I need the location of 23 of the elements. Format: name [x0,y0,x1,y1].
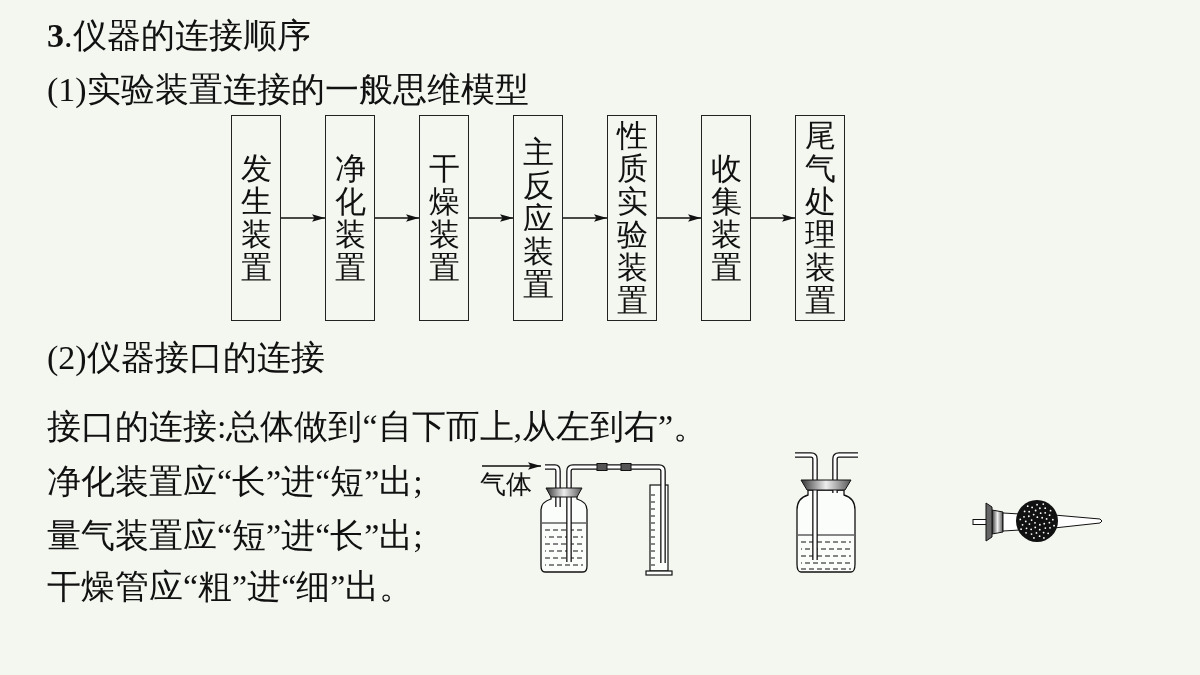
process-box: 净化装置 [325,115,375,321]
instruction-text: 净化装置应“长”进“短”出; [47,462,423,502]
section-heading: (1)实验装置连接的一般思维模型 [47,70,529,110]
arrow [562,214,608,222]
arrow [656,214,702,222]
arrow [481,462,542,470]
arrow [280,214,326,222]
process-box: 主反应装置 [513,115,563,321]
process-box: 收集装置 [701,115,751,321]
instruction-text: 量气装置应“短”进“长”出; [47,516,423,556]
title: 3.仪器的连接顺序 [47,16,311,56]
gas-measuring-apparatus-drawing [541,460,674,578]
arrow [374,214,420,222]
instruction-text: 干燥管应“粗”进“细”出。 [47,567,414,607]
section-heading: (2)仪器接口的连接 [47,338,325,378]
edge-label: 气体 [480,470,532,500]
process-box: 性质实验装置 [607,115,657,321]
instruction-text: 接口的连接:总体做到“自下而上,从左到右”。 [47,407,708,447]
process-box: 尾气处理装置 [795,115,845,321]
process-box: 发生装置 [231,115,281,321]
arrow [468,214,514,222]
arrow [750,214,796,222]
process-box: 干燥装置 [419,115,469,321]
